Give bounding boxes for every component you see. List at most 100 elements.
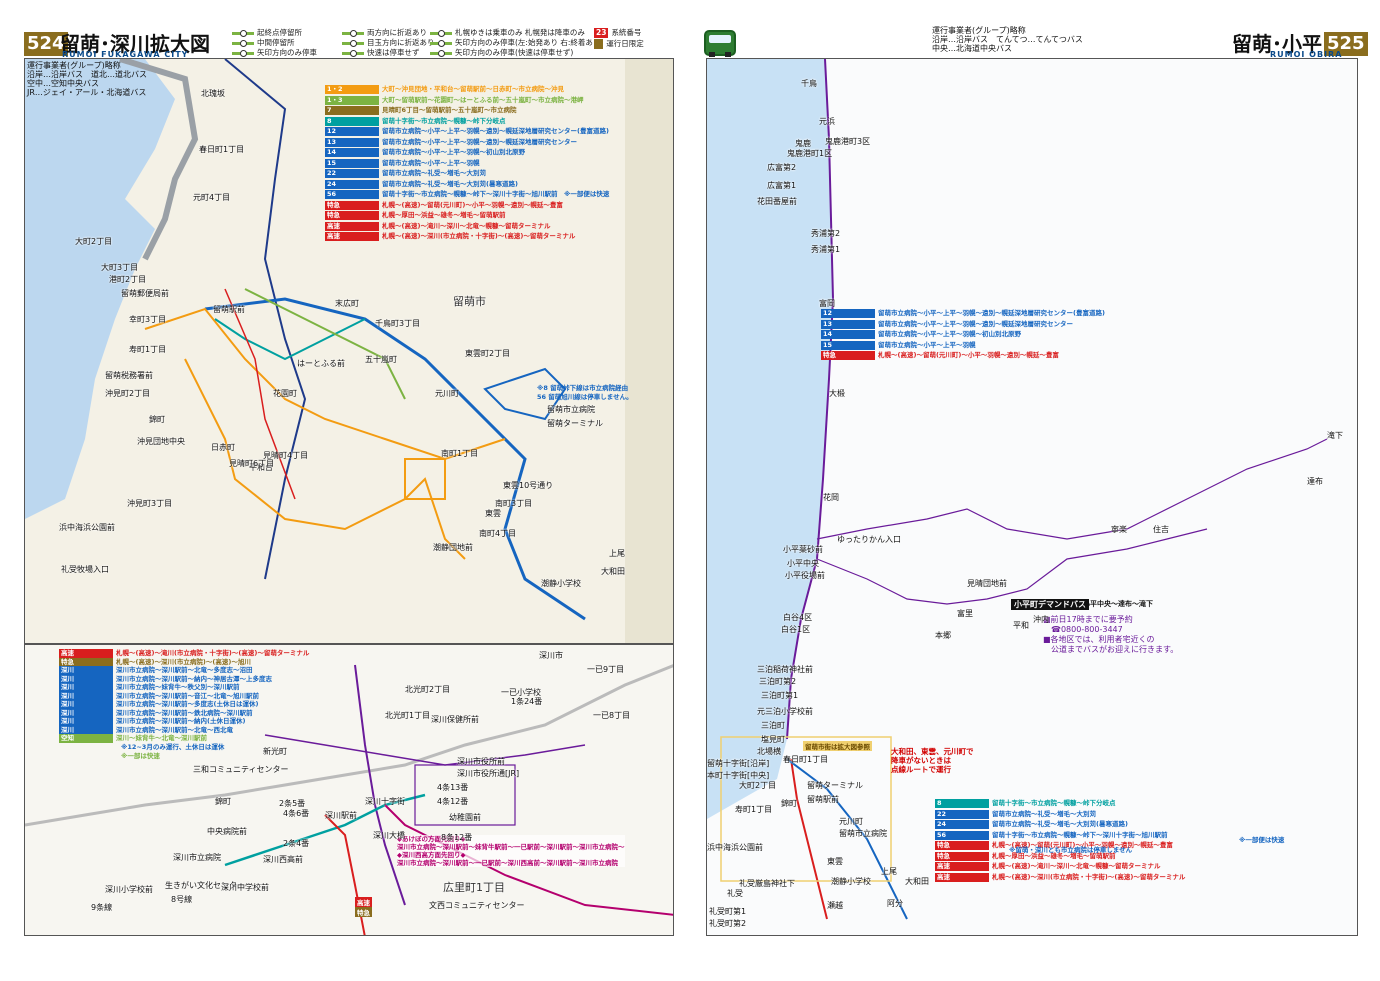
page-525: 運行事業者(グループ)略称 沿岸…沿岸バス てんてつ…てんてつバス 中央…北海道… (690, 0, 1380, 981)
route-code-badge: 深川 (59, 683, 113, 692)
route-code-badge: 8 (325, 116, 379, 126)
route-code-badge: 8 (935, 799, 989, 808)
stop-label: 新光町 (263, 747, 287, 756)
stop-label: 富岡 (819, 299, 835, 308)
legend-item: 快速は停車せず (367, 48, 420, 57)
stop-label: 元三泊小学校前 (757, 707, 813, 716)
stop-label: 沖見町3丁目 (127, 499, 173, 508)
rumoi-city-map[interactable]: 運行事業者(グループ)略称 沿岸…沿岸バス 道北…道北バス 空中…空知中央バス … (24, 58, 674, 644)
inset-note-line: 点線ルートで運行 (891, 765, 951, 774)
operator-legend: 運行事業者(グループ)略称 沿岸…沿岸バス 道北…道北バス 空中…空知中央バス … (27, 61, 147, 97)
stop-label: 2条5番 (279, 799, 306, 808)
route-description: 大町～沖見団地・平和台～留萌駅前～日赤町～市立病院～沖見 (382, 85, 564, 93)
route-code-badge: 高速 (935, 862, 989, 871)
route-code-badge: 56 (935, 830, 989, 840)
stop-label: 深川保健所前 (431, 715, 479, 724)
stop-label: 東雲10号通り (503, 481, 554, 490)
route-row: 高速札幌～(高速)～滝川(市立病院・十字街)～(高速)～留萌ターミナル (59, 649, 309, 658)
route-code-badge: 特急 (59, 657, 113, 667)
route-description: 留萌市立病院～小平～上平～羽幌～初山別北原野 (878, 330, 1021, 338)
legend-item: 目玉方向に折返あり (367, 38, 435, 47)
stop-label: 錦町 (781, 799, 797, 808)
stop-label: 小平中央 (787, 559, 819, 568)
route-code-badge: 13 (325, 137, 379, 147)
route-description: 留萌市立病院～礼受～増毛～大別苅(暑寒道路) (382, 179, 518, 188)
route-code-badge: 高速 (935, 872, 989, 882)
stop-label: 留萌市 (453, 295, 486, 308)
route-code-badge: 15 (325, 158, 379, 168)
route-code-badge: 特急 (935, 841, 989, 850)
stop-label: 元町4丁目 (193, 193, 231, 202)
demand-note-line: ☎0800-800-3447 (1043, 625, 1123, 634)
route-row: 深川深川市立病院～深川駅前～北竜～西北竜 (59, 725, 233, 735)
loop-note-route: 深川市立病院～深川駅前～妹背牛駅前～一已駅前～深川駅前～深川市立病院～ (397, 843, 625, 851)
stop-label: 平和台 (249, 463, 273, 472)
route-code-badge: 7 (325, 106, 379, 115)
route-line-red (224, 288, 296, 500)
stop-label: 白谷1区 (781, 625, 811, 634)
legend-item: 札幌ゆきは乗車のみ 札幌発は降車のみ (455, 28, 585, 37)
stop-label: 達布 (1307, 477, 1323, 486)
route-description: 留萌十字街～市立病院～幌糠～峠下分岐点 (382, 116, 506, 125)
stop-label: 留萌駅前 (807, 795, 839, 804)
stop-label: 留萌十字街[沿岸] (707, 759, 770, 768)
stop-label: 礼受町第1 (709, 907, 747, 916)
stop-label: 沖見団地中央 (137, 437, 185, 446)
page-number: 525 (1324, 32, 1368, 56)
operator-line: 中央…北海道中央バス (932, 44, 1012, 53)
stop-label: 秀浦第2 (811, 229, 841, 238)
route-row: 高速札幌～(高速)～深川(市立病院・十字街)～(高速)～留萌ターミナル (325, 232, 575, 241)
stop-label: 南町3丁目 (495, 499, 533, 508)
rumoi-map-graphic (25, 59, 673, 643)
fukagawa-city-map[interactable]: 高速札幌～(高速)～滝川(市立病院・十字街)～(高速)～留萌ターミナル特急札幌～… (24, 644, 674, 936)
route-description: 札幌～厚田～浜益～雄冬～増毛～留萌駅前 (382, 211, 506, 219)
legend-item: 起終点停留所 (257, 28, 302, 37)
route-note: ※一部便は快速 (1239, 836, 1285, 844)
route-description: 深川市立病院～深川駅前～納内(土休日運休) (116, 717, 246, 725)
route-row: 高速札幌～(高速)～滝川～深川～北竜～幌糠～留萌ターミナル (325, 221, 550, 231)
route-description: 深川市立病院～深川駅前～北竜～多度志～沼田 (116, 666, 253, 674)
route-badge: 高速 (355, 897, 372, 907)
route-description: 大町～留萌駅前～花園町～はーとふる前～五十嵐町～市立病院～港岬 (382, 95, 584, 104)
stop-label: 潮静団地前 (433, 543, 473, 552)
operator-line: JR…ジェイ・アール・北海道バス (27, 88, 147, 97)
route-code-badge: 深川 (59, 708, 113, 718)
stop-label: 潮静小学校 (541, 579, 581, 588)
route-row: 特急札幌～厚田～浜益～雄冬～増毛～留萌駅前 (325, 211, 506, 220)
stop-label: 深川市役所前 (457, 757, 505, 766)
legend-item: 両方向に折返あり (367, 28, 427, 37)
route-row: 深川深川市立病院～深川駅前～北竜～多度志～沼田 (59, 666, 253, 675)
route-number-badge: 23 (594, 28, 609, 38)
stop-label: 深川市 (539, 651, 563, 660)
stop-label: 東雲町2丁目 (465, 349, 511, 358)
route-code-badge: 15 (821, 340, 875, 350)
stop-label: 南町4丁目 (479, 529, 517, 538)
route-description: 深川市立病院～深川駅前～多度志(土休日は運休) (116, 700, 259, 708)
route-code-badge: 12 (325, 127, 379, 136)
route-code-badge: 空知 (59, 734, 113, 743)
stop-label: 深川中学校前 (221, 883, 269, 892)
inset-frame (720, 736, 892, 882)
route-code-badge: 深川 (59, 700, 113, 709)
route-line-red (790, 758, 828, 920)
stop-label: 深川大橋 (373, 831, 405, 840)
stop-label: 北光町1丁目 (385, 711, 431, 720)
route-row: 特急札幌～(高速)～深川(市立病院)～(高速)～旭川 (59, 657, 251, 667)
route-loop (414, 764, 516, 826)
route-note: ※留萌・深川とも市立病院は停車しません (1009, 846, 1133, 854)
route-line-orange-2 (184, 358, 466, 560)
stop-label: 8条12番 (441, 833, 473, 842)
route-description: 見晴町6丁目～留萌駅前～五十嵐町～市立病院 (382, 106, 517, 114)
route-row: 深川深川市立病院～深川駅前～鉄北病院～深川駅前 (59, 708, 253, 718)
stop-label: 深川西高前 (263, 855, 303, 864)
stop-label: 鬼鹿 (795, 139, 811, 148)
stop-label: 一已9丁目 (587, 665, 625, 674)
stop-label: 錦町 (149, 415, 165, 424)
stop-label: 沖見町2丁目 (105, 389, 151, 398)
stop-label: 浜中海浜公園前 (707, 843, 763, 852)
